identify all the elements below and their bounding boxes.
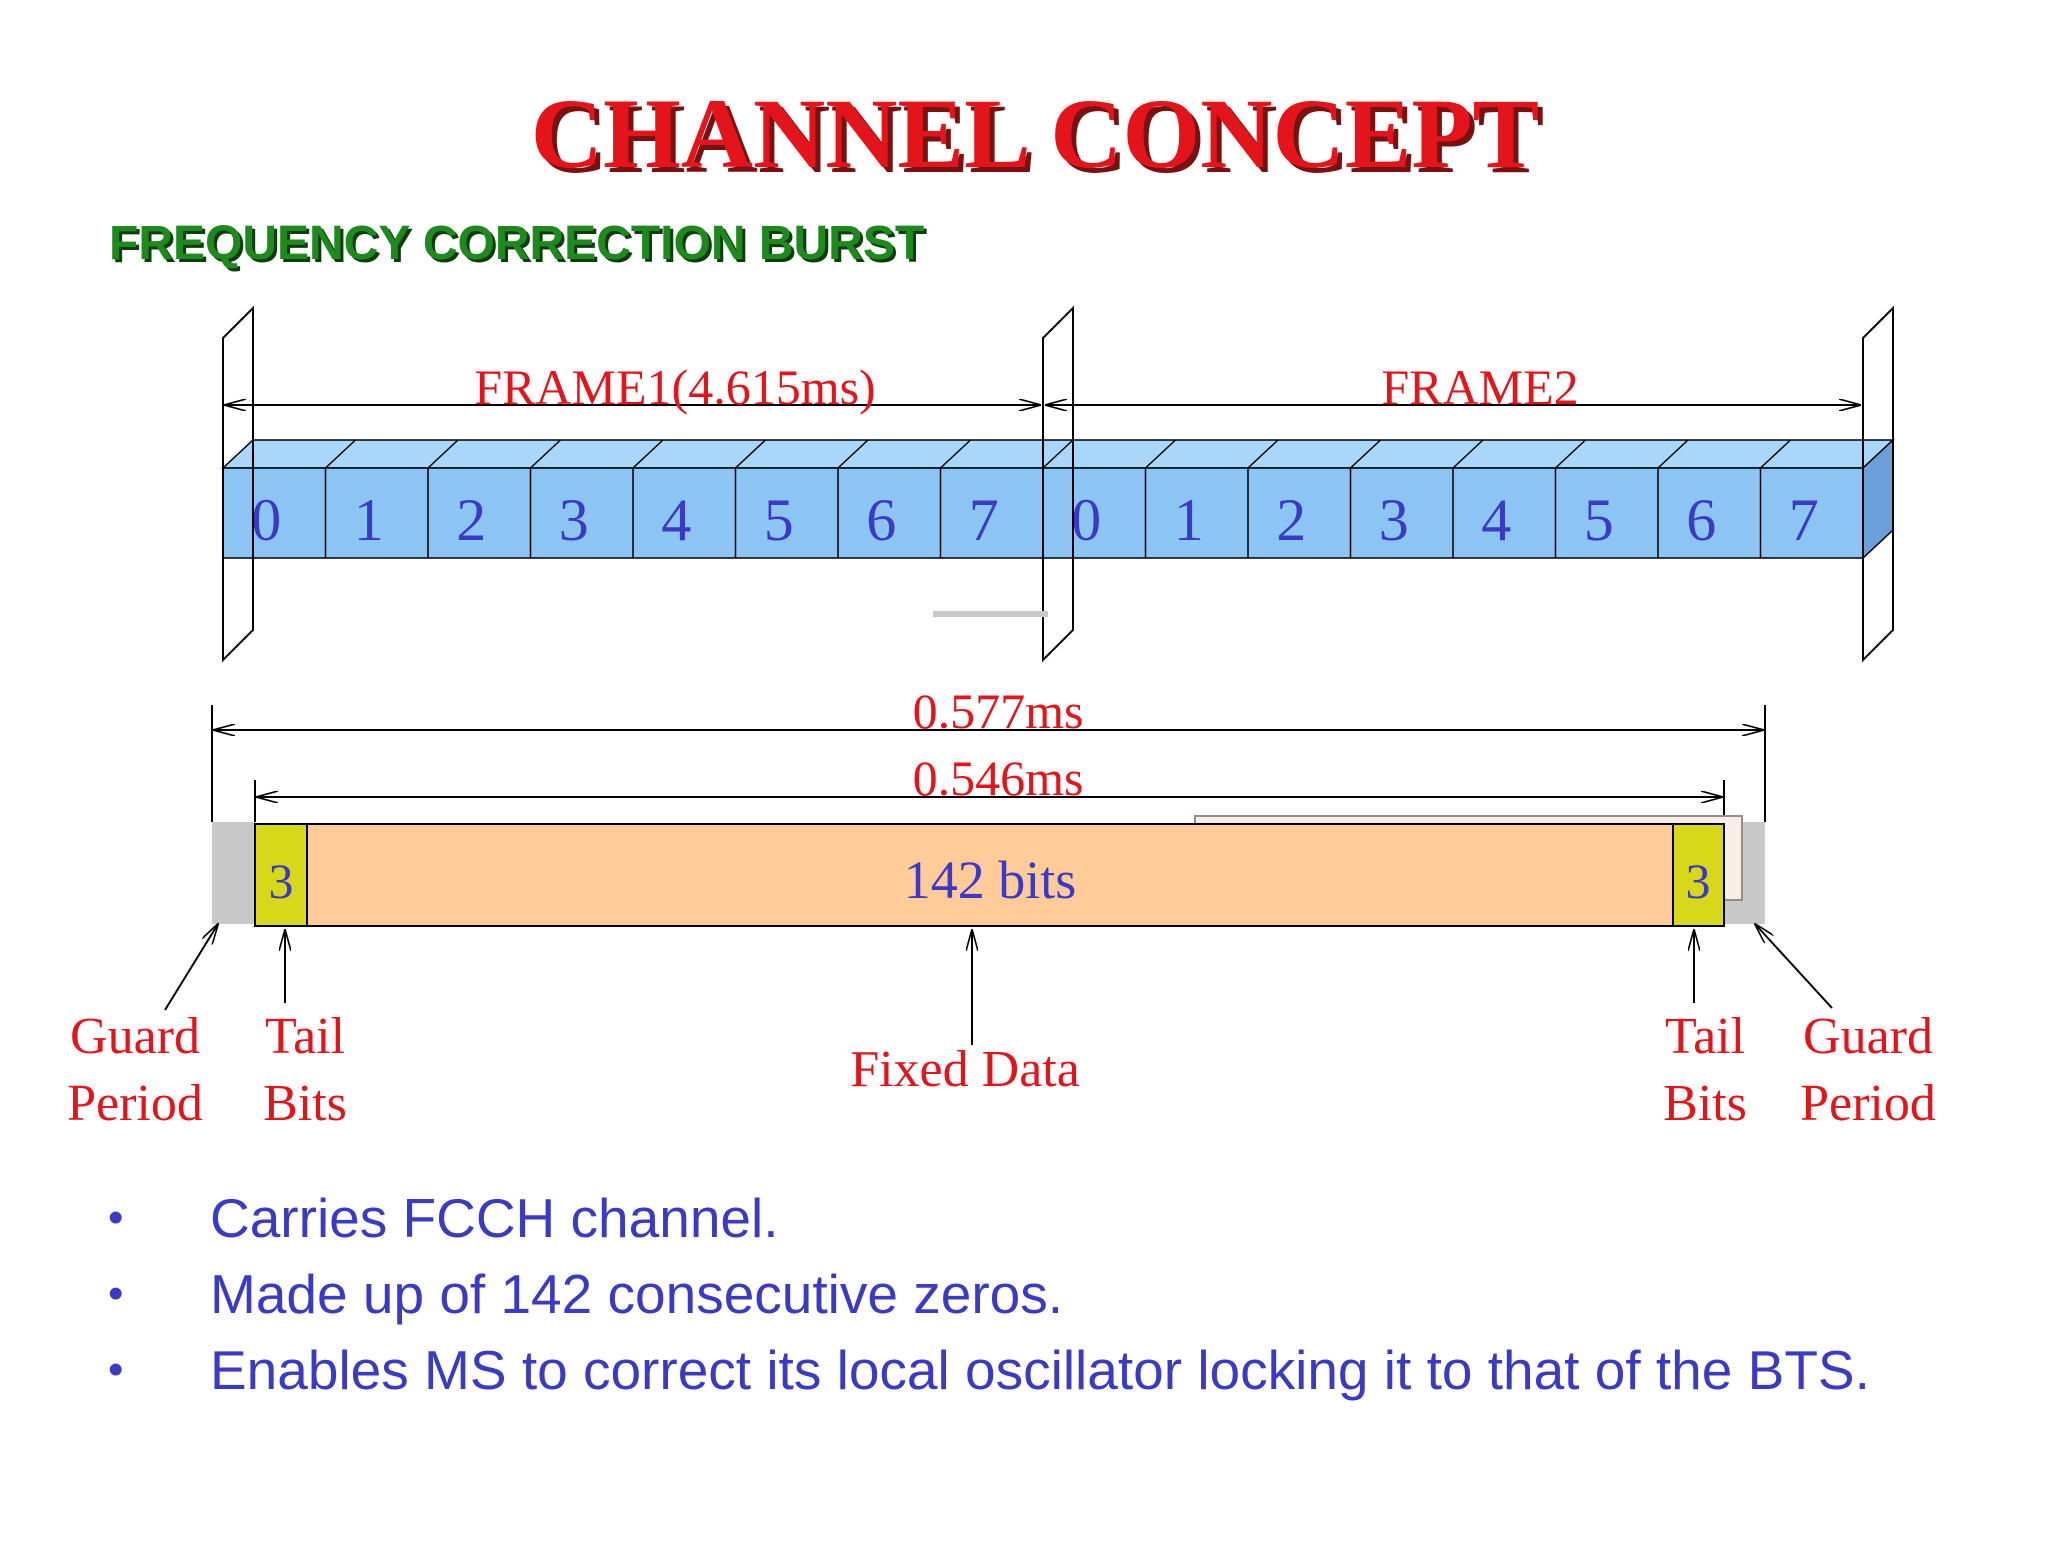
frame1-label: FRAME1(4.615ms) xyxy=(474,359,875,415)
frame1-slot-1-label: 1 xyxy=(354,487,384,553)
tail-right-label-line2: Bits xyxy=(1663,1075,1747,1132)
guard-right-label-line1: Guard xyxy=(1803,1008,1933,1065)
page-title-shadow: CHANNEL CONCEPT xyxy=(536,83,1544,194)
bullet-text: Enables MS to correct its local oscillat… xyxy=(210,1339,1870,1401)
bullet-marker: • xyxy=(108,1269,124,1318)
guard-period-left xyxy=(212,822,255,924)
tail-right-label-line1: Tail xyxy=(1665,1008,1745,1065)
slot-divider-top xyxy=(837,439,869,469)
bullet-text: Made up of 142 consecutive zeros. xyxy=(210,1263,1064,1325)
slot-divider-top xyxy=(939,439,972,469)
slot-divider-top xyxy=(427,439,459,469)
burst-bar: 3 142 bits 3 xyxy=(212,815,1765,927)
slot-divider-top xyxy=(1144,439,1177,469)
slot-divider-top xyxy=(529,439,562,469)
slot-divider-top xyxy=(734,439,767,469)
frame2-label: FRAME2 xyxy=(1381,359,1578,415)
bullet-marker: • xyxy=(108,1193,124,1242)
frame-strip: 0 1 2 3 4 5 6 7 0 1 2 3 4 5 6 7 xyxy=(221,438,1895,560)
frame2-slot-6-label: 6 xyxy=(1686,487,1716,553)
slot-divider-top xyxy=(1759,439,1792,469)
frame2-slot-5-label: 5 xyxy=(1584,487,1614,553)
subtitle-shadow: FREQUENCY CORRECTION BURST xyxy=(112,220,927,273)
frame1-slot-4-label: 4 xyxy=(661,487,691,553)
slot-divider-top xyxy=(1657,439,1689,469)
bullet-item: • Carries FCCH channel. xyxy=(100,1180,2000,1256)
frame1-slot-5-label: 5 xyxy=(764,487,794,553)
slot-divider-top xyxy=(1349,439,1382,469)
guard-right-pointer xyxy=(1755,924,1833,1009)
frame2-slot-3-label: 3 xyxy=(1379,487,1409,553)
slot-divider-top xyxy=(1452,439,1484,469)
frame1-slot-3-label: 3 xyxy=(559,487,589,553)
bullet-list: • Carries FCCH channel. • Made up of 142… xyxy=(100,1180,2000,1408)
frame-boundaries xyxy=(222,305,1894,663)
burst-useful-duration: 0.546ms xyxy=(913,750,1084,806)
frame2-slot-1-label: 1 xyxy=(1174,487,1204,553)
guard-left-label-line1: Guard xyxy=(70,1008,200,1065)
frame1-slot-6-label: 6 xyxy=(866,487,896,553)
guard-left-label-line2: Period xyxy=(67,1075,203,1132)
guard-left-pointer xyxy=(164,924,218,1011)
subtitle: FREQUENCY CORRECTION BURST xyxy=(109,217,924,270)
fixed-data-field xyxy=(306,823,1674,927)
burst-total-duration: 0.577ms xyxy=(913,683,1084,739)
slot-divider-top xyxy=(1554,439,1587,469)
frame-boundary-right xyxy=(1862,305,1894,663)
bullet-item: • Made up of 142 consecutive zeros. xyxy=(100,1256,2000,1332)
frame1-slot-2-label: 2 xyxy=(456,487,486,553)
slot-divider-top xyxy=(1042,439,1074,469)
page-title: CHANNEL CONCEPT xyxy=(531,78,1539,189)
frame2-slot-4-label: 4 xyxy=(1481,487,1511,553)
fixed-data-bits: 142 bits xyxy=(904,850,1077,910)
tail-left-label-line2: Bits xyxy=(263,1075,347,1132)
frame2-slot-2-label: 2 xyxy=(1276,487,1306,553)
guard-right-label-line2: Period xyxy=(1800,1075,1936,1132)
tail-bits-right xyxy=(1672,823,1725,927)
tail-left-label-line1: Tail xyxy=(265,1008,345,1065)
fixed-data-label: Fixed Data xyxy=(850,1041,1080,1098)
tail-bits-left xyxy=(254,823,308,927)
bullet-text: Carries FCCH channel. xyxy=(210,1187,779,1249)
frame-boundary-left xyxy=(222,305,254,663)
bullet-item: • Enables MS to correct its local oscill… xyxy=(100,1332,2000,1408)
tail-bits-right-count: 3 xyxy=(1686,853,1711,909)
bullet-marker: • xyxy=(108,1345,124,1394)
frame2-slot-0-label: 0 xyxy=(1071,487,1101,553)
tail-bits-left-count: 3 xyxy=(269,853,294,909)
slot-divider-top xyxy=(1247,439,1279,469)
frame2-slot-7-label: 7 xyxy=(1789,487,1819,553)
frame-boundary-middle xyxy=(1042,305,1074,663)
slot-divider-top xyxy=(324,439,357,469)
slot-divider-top xyxy=(632,439,664,469)
frame1-slot-0-label: 0 xyxy=(251,487,281,553)
frame1-slot-7-label: 7 xyxy=(969,487,999,553)
